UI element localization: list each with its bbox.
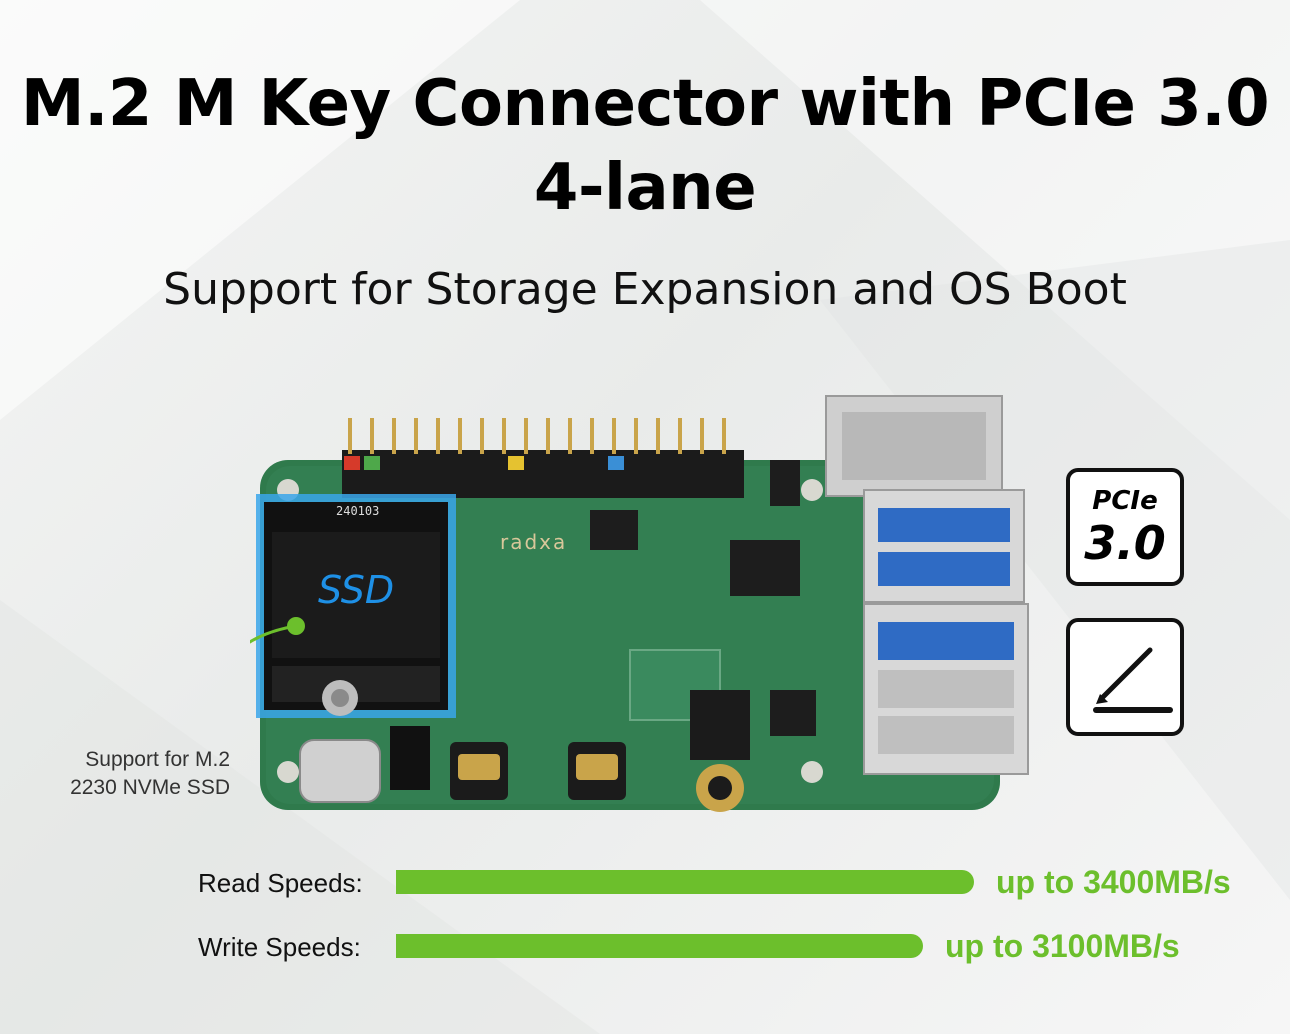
- read-speed-row: Read Speeds: up to 3400MB/s: [0, 864, 1290, 902]
- page-subtitle: Support for Storage Expansion and OS Boo…: [163, 264, 1127, 315]
- pen-underline-icon: [1093, 647, 1173, 713]
- pcie-badge: PCIe 3.0: [1066, 468, 1184, 586]
- callout-line-2: 2230 NVMe SSD: [70, 776, 230, 799]
- callout-line-1: Support for M.2: [85, 748, 230, 771]
- pcie-badge-line-2: 3.0: [1084, 516, 1166, 570]
- gpio-header: [342, 418, 744, 498]
- board-graphic: [190, 395, 1029, 812]
- ssd-label: SSD: [318, 568, 395, 612]
- read-speed-label: Read Speeds:: [198, 868, 363, 898]
- read-speed-bar: [396, 870, 974, 894]
- read-speed-value: up to 3400MB/s: [996, 864, 1231, 900]
- board-illustration: SSD 240103 radxa: [190, 390, 1040, 820]
- ssd-module: [256, 494, 456, 718]
- write-speed-value: up to 3100MB/s: [945, 928, 1180, 964]
- write-speed-row: Write Speeds: up to 3100MB/s: [0, 928, 1290, 966]
- edit-badge: [1066, 618, 1184, 736]
- write-speed-label: Write Speeds:: [198, 932, 361, 962]
- title-line-2: 4-lane: [533, 151, 757, 225]
- page-title: M.2 M Key Connector with PCIe 3.0 4-lane: [0, 62, 1290, 230]
- title-line-1: M.2 M Key Connector with PCIe 3.0: [20, 67, 1270, 141]
- ssd-callout: Support for M.2 2230 NVMe SSD: [40, 746, 230, 802]
- usb-c-port: [299, 739, 381, 803]
- brand-logo-text: radxa: [500, 530, 568, 554]
- pcie-badge-line-1: PCIe: [1092, 486, 1158, 516]
- ssd-code: 240103: [336, 504, 380, 518]
- write-speed-bar: [396, 934, 923, 958]
